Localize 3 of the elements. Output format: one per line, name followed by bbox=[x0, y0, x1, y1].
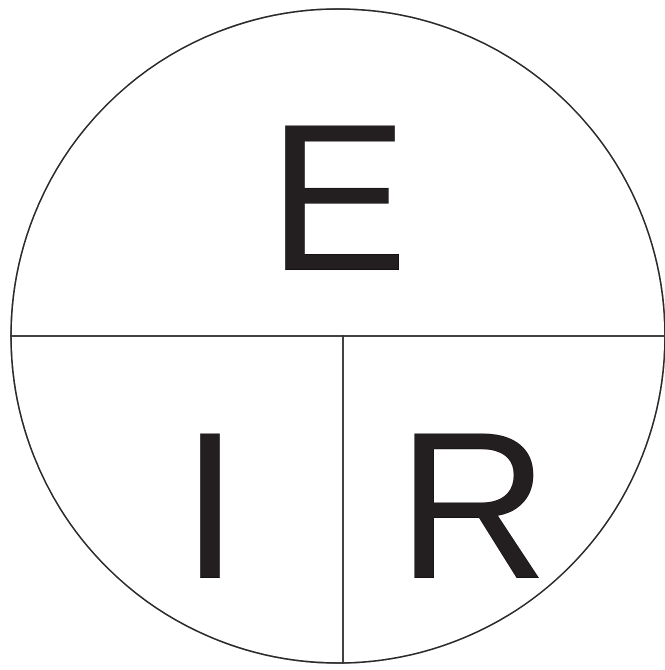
region-letter: I bbox=[180, 401, 240, 611]
region-letter: R bbox=[397, 401, 549, 611]
region-letter: E bbox=[268, 93, 408, 303]
